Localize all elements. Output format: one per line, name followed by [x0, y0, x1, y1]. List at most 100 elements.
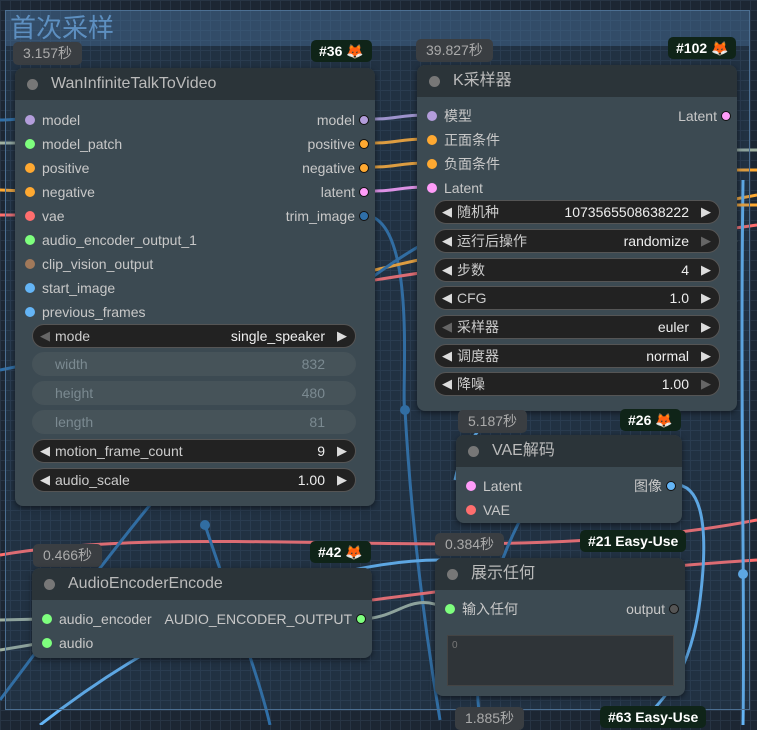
decrement-arrow-icon[interactable]: ◀	[442, 290, 452, 305]
input-slot-audio_encoder[interactable]: audio_encoder	[37, 609, 152, 629]
input-slot-start_image[interactable]: start_image	[20, 278, 115, 298]
widget-value[interactable]: 1.0	[669, 290, 689, 306]
output-slot-output[interactable]: output	[626, 599, 685, 619]
input-slot-negative[interactable]: negative	[20, 182, 95, 202]
output-socket-icon[interactable]	[359, 187, 369, 197]
input-slot-VAE[interactable]: VAE	[461, 500, 510, 520]
decrement-arrow-icon[interactable]: ◀	[40, 328, 50, 343]
input-slot-正面条件[interactable]: 正面条件	[422, 130, 500, 150]
input-slot-clip_vision_output[interactable]: clip_vision_output	[20, 254, 153, 274]
input-socket-icon[interactable]	[25, 115, 35, 125]
widget-value[interactable]: 832	[301, 356, 325, 372]
decrement-arrow-icon[interactable]: ◀	[40, 443, 50, 458]
widget-value[interactable]: 1.00	[297, 472, 325, 488]
input-socket-icon[interactable]	[25, 211, 35, 221]
widget-value[interactable]: 1.00	[661, 376, 689, 392]
widget-value[interactable]: 81	[309, 414, 325, 430]
output-socket-icon[interactable]	[359, 211, 369, 221]
input-slot-Latent[interactable]: Latent	[461, 476, 522, 496]
output-slot-trim_image[interactable]: trim_image	[286, 206, 375, 226]
input-slot-positive[interactable]: positive	[20, 158, 89, 178]
input-slot-输入任何[interactable]: 输入任何	[440, 599, 518, 619]
collapse-dot-icon[interactable]	[447, 569, 458, 580]
input-slot-audio_encoder_output_1[interactable]: audio_encoder_output_1	[20, 230, 197, 250]
node-n42[interactable]: AudioEncoderEncode	[32, 568, 372, 658]
output-slot-model[interactable]: model	[317, 110, 375, 130]
increment-arrow-icon[interactable]: ▶	[701, 376, 711, 391]
input-socket-icon[interactable]	[25, 307, 35, 317]
group-title[interactable]: 首次采样	[6, 11, 749, 46]
node-title[interactable]: VAE解码	[456, 435, 682, 467]
collapse-dot-icon[interactable]	[44, 579, 55, 590]
increment-arrow-icon[interactable]: ▶	[701, 348, 711, 363]
widget-value[interactable]: 9	[317, 443, 325, 459]
input-socket-icon[interactable]	[466, 481, 476, 491]
input-socket-icon[interactable]	[427, 159, 437, 169]
input-socket-icon[interactable]	[445, 604, 455, 614]
input-socket-icon[interactable]	[427, 135, 437, 145]
increment-arrow-icon[interactable]: ▶	[337, 472, 347, 487]
input-slot-Latent[interactable]: Latent	[422, 178, 483, 198]
input-socket-icon[interactable]	[25, 139, 35, 149]
output-slot-图像[interactable]: 图像	[634, 476, 682, 496]
input-slot-model_patch[interactable]: model_patch	[20, 134, 122, 154]
increment-arrow-icon[interactable]: ▶	[701, 204, 711, 219]
widget-value[interactable]: normal	[646, 348, 689, 364]
decrement-arrow-icon[interactable]: ◀	[442, 319, 452, 334]
widget-value[interactable]: 4	[681, 262, 689, 278]
widget-value[interactable]: randomize	[623, 233, 689, 249]
decrement-arrow-icon[interactable]: ◀	[442, 204, 452, 219]
increment-arrow-icon[interactable]: ▶	[337, 328, 347, 343]
node-title[interactable]: AudioEncoderEncode	[32, 568, 372, 600]
decrement-arrow-icon[interactable]: ◀	[442, 348, 452, 363]
increment-arrow-icon[interactable]: ▶	[701, 290, 711, 305]
output-socket-icon[interactable]	[721, 111, 731, 121]
input-socket-icon[interactable]	[466, 505, 476, 515]
input-socket-icon[interactable]	[25, 163, 35, 173]
input-socket-icon[interactable]	[427, 183, 437, 193]
input-slot-audio[interactable]: audio	[37, 633, 93, 653]
output-slot-latent[interactable]: latent	[321, 182, 375, 202]
output-socket-icon[interactable]	[669, 604, 679, 614]
output-socket-icon[interactable]	[359, 139, 369, 149]
node-title[interactable]: 展示任何	[435, 558, 685, 590]
input-slot-previous_frames[interactable]: previous_frames	[20, 302, 146, 322]
input-slot-model[interactable]: model	[20, 110, 80, 130]
node-n26[interactable]: VAE解码	[456, 435, 682, 523]
input-slot-vae[interactable]: vae	[20, 206, 65, 226]
node-title[interactable]: WanInfiniteTalkToVideo	[15, 68, 375, 100]
output-socket-icon[interactable]	[666, 481, 676, 491]
input-slot-模型[interactable]: 模型	[422, 106, 472, 126]
input-socket-icon[interactable]	[25, 259, 35, 269]
widget-value[interactable]: euler	[657, 319, 689, 335]
output-slot-positive[interactable]: positive	[308, 134, 375, 154]
decrement-arrow-icon[interactable]: ◀	[40, 472, 50, 487]
display-text-area[interactable]: 0	[447, 635, 674, 686]
output-socket-icon[interactable]	[359, 115, 369, 125]
output-slot-AUDIO_ENCODER_OUTPUT[interactable]: AUDIO_ENCODER_OUTPUT	[165, 609, 372, 629]
decrement-arrow-icon[interactable]: ◀	[442, 262, 452, 277]
decrement-arrow-icon[interactable]: ◀	[442, 376, 452, 391]
collapse-dot-icon[interactable]	[429, 76, 440, 87]
widget-value[interactable]: 480	[301, 385, 325, 401]
decrement-arrow-icon[interactable]: ◀	[442, 233, 452, 248]
output-slot-negative[interactable]: negative	[302, 158, 375, 178]
input-socket-icon[interactable]	[25, 283, 35, 293]
widget-value[interactable]: 1073565508638222	[564, 204, 689, 220]
input-socket-icon[interactable]	[42, 614, 52, 624]
output-socket-icon[interactable]	[359, 163, 369, 173]
collapse-dot-icon[interactable]	[27, 79, 38, 90]
input-socket-icon[interactable]	[25, 187, 35, 197]
increment-arrow-icon[interactable]: ▶	[701, 233, 711, 248]
